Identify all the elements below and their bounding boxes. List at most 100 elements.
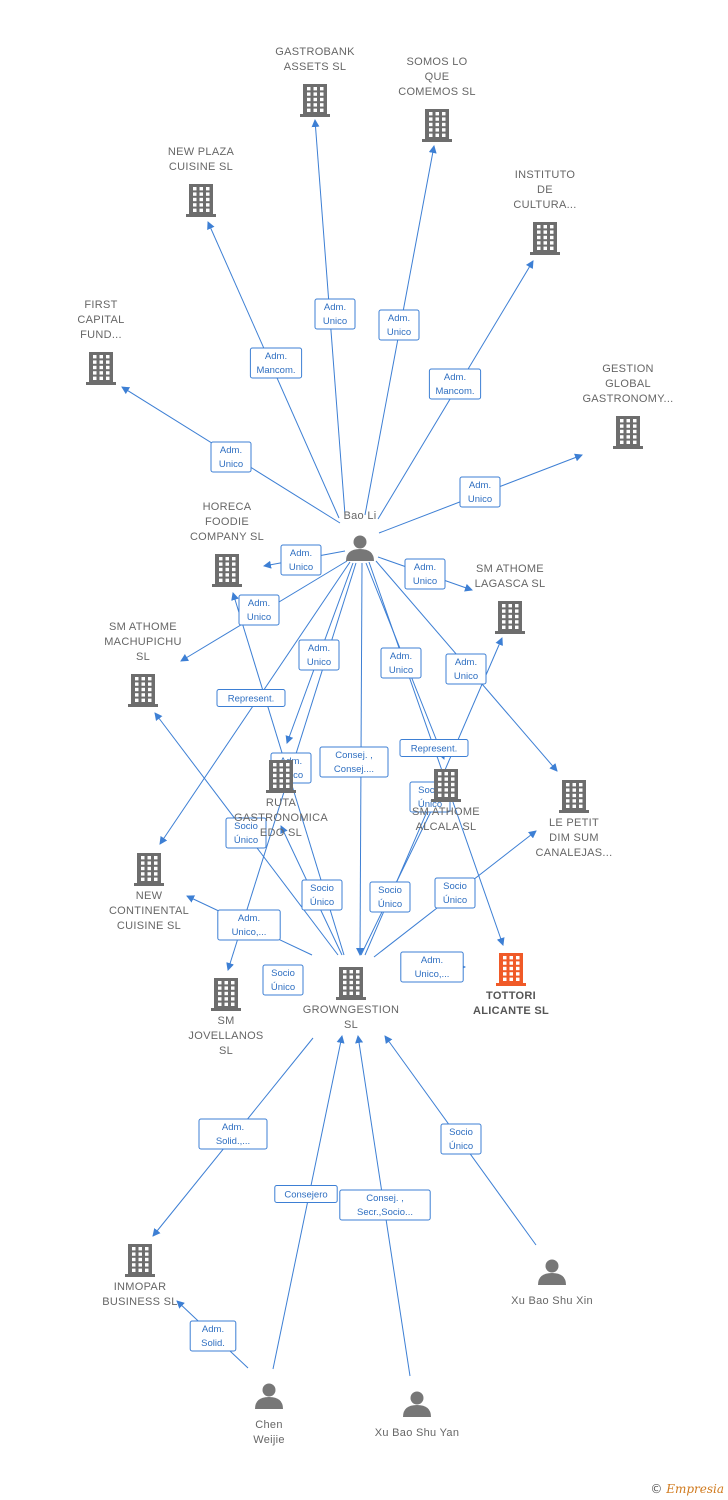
- node-label: SM ATHOME: [412, 806, 480, 818]
- node-label: DE: [537, 184, 553, 196]
- person-icon: [403, 1391, 431, 1417]
- role-label[interactable]: Consejero: [274, 1185, 338, 1203]
- node-label: NEW PLAZA: [168, 146, 235, 158]
- role-box: [274, 1185, 338, 1203]
- role-label[interactable]: Adm.Mancom.: [249, 347, 303, 379]
- role-label[interactable]: Adm.Unico: [445, 653, 487, 685]
- building-icon: [613, 416, 643, 449]
- node-label: BUSINESS SL: [102, 1296, 177, 1308]
- building-icon: [186, 184, 216, 217]
- role-label[interactable]: Adm.Unico: [298, 639, 340, 671]
- role-text: Adm.: [202, 1324, 224, 1335]
- node-label: SL: [219, 1045, 233, 1057]
- node-label: MACHUPICHU: [104, 636, 182, 648]
- role-label[interactable]: Adm. Solid.: [189, 1320, 237, 1352]
- role-label[interactable]: Consej. ,Secr.,Socio...: [339, 1189, 431, 1221]
- node-label: SOMOS LO: [406, 56, 467, 68]
- node-label: GESTION: [602, 363, 654, 375]
- role-text: Solid.: [201, 1338, 225, 1349]
- role-box: [399, 739, 469, 757]
- company-node-firstcap[interactable]: FIRSTCAPITALFUND...: [77, 299, 124, 385]
- role-label[interactable]: Adm. Unico: [404, 558, 446, 590]
- role-box: [459, 476, 501, 508]
- role-label[interactable]: Adm.Unico: [459, 476, 501, 508]
- brand-logo[interactable]: Empresia: [666, 1482, 724, 1496]
- building-icon: [336, 967, 366, 1000]
- node-label: DIM SUM: [549, 832, 599, 844]
- role-box: [434, 877, 476, 909]
- role-text: Socio: [449, 1127, 473, 1138]
- role-label[interactable]: Adm.Unico: [380, 647, 422, 679]
- role-text: Unico: [387, 327, 411, 338]
- company-node-newplaza[interactable]: NEW PLAZA CUISINE SL: [168, 146, 235, 217]
- role-text: Adm.: [388, 313, 410, 324]
- role-label[interactable]: Adm.Unico: [280, 544, 322, 576]
- role-box: [217, 909, 281, 941]
- role-label[interactable]: Adm.Unico: [210, 441, 252, 473]
- company-node-instituto[interactable]: INSTITUTODECULTURA...: [513, 169, 576, 255]
- role-text: Único: [234, 835, 258, 846]
- role-label[interactable]: Adm.Unico,...: [217, 909, 281, 941]
- role-label[interactable]: Adm.Unico,...: [400, 951, 464, 983]
- node-label: CANALEJAS...: [536, 847, 613, 859]
- role-label[interactable]: Adm. Unico: [378, 309, 420, 341]
- role-text: Adm.: [414, 562, 436, 573]
- role-text: Socio: [310, 883, 334, 894]
- role-label[interactable]: Adm.Mancom.: [428, 368, 482, 400]
- role-label[interactable]: Represent.: [399, 739, 469, 757]
- role-text: Unico: [413, 576, 437, 587]
- person-node-baoli[interactable]: Bao Li: [344, 510, 377, 561]
- role-box: [339, 1189, 431, 1221]
- role-text: Unico: [219, 459, 243, 470]
- role-box: [428, 368, 482, 400]
- role-label[interactable]: Adm.Unico: [238, 594, 280, 626]
- role-text: Adm.: [324, 302, 346, 313]
- person-node-xbsy[interactable]: Xu Bao Shu Yan: [375, 1391, 460, 1440]
- role-text: Socio: [443, 881, 467, 892]
- role-text: Único: [271, 982, 295, 993]
- role-box: [301, 879, 343, 911]
- node-label: GASTRONOMY...: [582, 393, 673, 405]
- node-label: Chen: [255, 1419, 283, 1431]
- role-box: [298, 639, 340, 671]
- role-label[interactable]: Adm.Solid.,...: [198, 1118, 268, 1150]
- role-box: [369, 881, 411, 913]
- role-box: [319, 746, 389, 778]
- role-text: Único: [378, 899, 402, 910]
- role-text: Adm.: [238, 913, 260, 924]
- company-node-gestion[interactable]: GESTIONGLOBALGASTRONOMY...: [582, 363, 673, 449]
- person-icon: [538, 1259, 566, 1285]
- role-label[interactable]: Represent.: [216, 689, 286, 707]
- person-node-xbsx[interactable]: Xu Bao Shu Xin: [511, 1259, 593, 1308]
- role-text: Consej. ,: [335, 750, 373, 761]
- building-icon: [422, 109, 452, 142]
- copyright-symbol: ©: [650, 1482, 663, 1496]
- role-text: Solid.,...: [216, 1136, 250, 1147]
- node-label: Xu Bao Shu Xin: [511, 1295, 593, 1307]
- role-label[interactable]: Consej. ,Consej....: [319, 746, 389, 778]
- role-text: Unico: [454, 671, 478, 682]
- node-label: CUISINE SL: [169, 161, 233, 173]
- role-label[interactable]: Adm.Unico: [314, 298, 356, 330]
